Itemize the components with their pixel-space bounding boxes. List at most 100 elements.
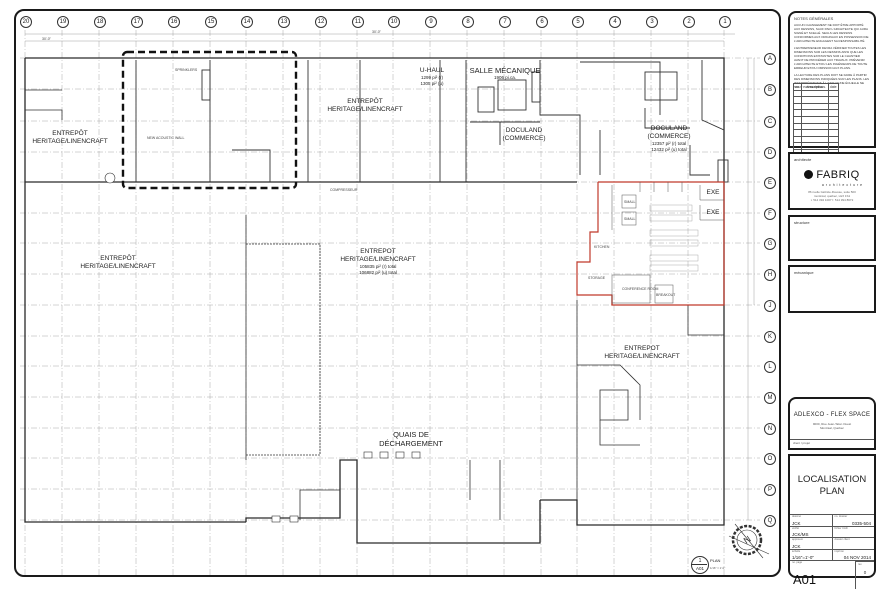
- label-line: HERITAGE/LINENCRAFT: [80, 263, 156, 270]
- label-line: CONFERENCE: [622, 287, 647, 291]
- label-line: ENTREPOT: [624, 345, 660, 352]
- project-footer: client / projet: [793, 441, 811, 445]
- area-text: 105835 pi² (r) total: [359, 264, 397, 269]
- grid-bubble-10: 10: [388, 16, 400, 28]
- label-line: ENTREPÔT: [100, 255, 136, 262]
- revision-row: [792, 109, 839, 117]
- grid-bubble-Q: Q: [764, 515, 776, 527]
- architect-address: 86 ruelle Gélinite-Rousse, suite 500 mon…: [790, 190, 874, 202]
- revision-row: [792, 122, 839, 131]
- label-quais: QUAIS DE DÉCHARGEMENT: [379, 430, 443, 448]
- north-interior-walls: [135, 60, 729, 183]
- label-exe-2: EXE: [706, 209, 720, 216]
- workstations: [649, 204, 699, 272]
- label-entrepot-center: ENTREPOT HERITAGE/LINENCRAFT 105835 pi² …: [340, 248, 415, 276]
- grid-bubble-8: 8: [462, 16, 474, 28]
- field-label: dessiné: [792, 515, 801, 518]
- grid-bubble-3: 3: [646, 16, 658, 28]
- revision-header-row: no. description date: [792, 83, 839, 91]
- note-paragraph: L'ENTREPRENEUR DEVRA VÉRIFIER TOUTES LES…: [794, 46, 868, 70]
- grid-bubble-14: 14: [241, 16, 253, 28]
- note-paragraph: AUCUN CHANGEMENT NE DOIT ÊTRE APPORTÉ AU…: [794, 23, 869, 43]
- grid-bubble-12: 12: [315, 16, 327, 28]
- structure-panel: structure: [788, 215, 876, 261]
- label-entrepot-east: ENTREPOT HERITAGE/LINENCRAFT: [604, 345, 679, 361]
- view-name: PLAN: [710, 558, 721, 563]
- field-value: 0335-504: [851, 520, 871, 526]
- revision-row: [792, 89, 839, 98]
- label-breakout: BREAKOUT: [656, 293, 675, 297]
- grid-bubble-13: 13: [278, 16, 290, 28]
- field-value: 04 NOV 2014: [843, 555, 871, 560]
- label-line: ENTREPÔT: [347, 98, 383, 105]
- label-line: (COMMERCE): [647, 133, 691, 140]
- label-entrepot-nw: ENTREPÔT HERITAGE/LINENCRAFT: [32, 130, 107, 146]
- north-arrow: N: [728, 523, 770, 559]
- label-line: (COMMERCE): [502, 135, 546, 142]
- label-line: ROOM: [647, 287, 659, 291]
- revision-value: 0: [863, 570, 867, 575]
- revision-header-no: no.: [792, 83, 803, 91]
- sheet-number-row: no. page A01 rev. 0: [790, 560, 874, 589]
- grid-bubble-A: A: [764, 53, 776, 65]
- revision-row: [792, 102, 839, 111]
- project-panel: ADLEXCO - FLEX SPACE 9000, Rue Jean-Talo…: [788, 397, 876, 450]
- field-value: JCK: [792, 543, 801, 549]
- label-entrepot-west: ENTREPÔT HERITAGE/LINENCRAFT: [80, 255, 155, 271]
- field-label: imprimé: [834, 549, 844, 553]
- grid-bubble-K: K: [764, 331, 776, 343]
- section-marker: [104, 172, 116, 184]
- label-storage: STORAGE: [588, 276, 606, 280]
- logo-subtitle: architecture: [821, 183, 865, 187]
- revision-row: [792, 129, 839, 137]
- revision-header-description: description: [801, 83, 829, 91]
- mecanique-label: mécanique: [794, 270, 814, 275]
- area-text: 1305 pi² (u): [420, 81, 444, 86]
- label-line: ENTREPÔT: [52, 130, 88, 137]
- label-line: DOCULAND: [650, 125, 688, 132]
- grid-bubble-17: 17: [131, 16, 143, 28]
- field-cad-file: fichier CAD: [833, 527, 875, 538]
- address-line: montréal, québec, H2J 1S1: [813, 194, 851, 198]
- area-text: 106882 pi² (u) total: [359, 270, 397, 275]
- grid-bubble-J: J: [764, 300, 776, 312]
- field-printed: imprimé 04 NOV 2014: [833, 550, 875, 561]
- dimension-lines: [25, 33, 755, 520]
- south-interior-walls: [25, 89, 724, 520]
- drawing-sheet: [14, 9, 781, 577]
- label-conference: CONFERENCE ROOM: [622, 287, 658, 291]
- exterior-walls: [24, 57, 725, 544]
- label-line: SALLE MÉCANIQUE: [469, 66, 541, 75]
- grid-bubble-O: O: [764, 453, 776, 465]
- field-label: vérifié: [792, 526, 799, 530]
- notes-title: NOTES GÉNÉRALES: [794, 16, 834, 21]
- grid-bubble-F: F: [764, 208, 776, 220]
- grid-bubble-7: 7: [499, 16, 511, 28]
- logo-text: FABRIQ: [816, 168, 860, 181]
- label-line: BREAKOUT: [656, 293, 676, 297]
- field-label: échelle: [792, 549, 801, 553]
- label-kitchen: KITCHEN: [594, 245, 610, 249]
- grid-bubble-4: 4: [609, 16, 621, 28]
- revision-box: rev. 0: [855, 561, 874, 589]
- address-line: Montréal, Québec: [820, 426, 844, 430]
- notes-panel: NOTES GÉNÉRALES AUCUN CHANGEMENT NE DOIT…: [788, 11, 876, 164]
- label-sprinklers: SPRINKLERS: [175, 68, 198, 72]
- revision-row: [792, 135, 839, 144]
- area-text: 1906 pi.ca.: [493, 75, 517, 80]
- structure-label: structure: [794, 220, 810, 225]
- field-label: no. dossier: [834, 515, 848, 518]
- grid-bubble-H: H: [764, 269, 776, 281]
- view-sheet: A01: [695, 566, 704, 571]
- field-label: dossier client: [834, 538, 850, 541]
- label-compresseur: COMPRESSEUR: [330, 188, 358, 192]
- general-notes: AUCUN CHANGEMENT NE DOIT ÊTRE APPORTÉ AU…: [794, 23, 870, 92]
- grid-bubble-5: 5: [572, 16, 584, 28]
- grid-bubble-C: C: [764, 116, 776, 128]
- label-line: HERITAGE/LINENCRAFT: [327, 106, 403, 113]
